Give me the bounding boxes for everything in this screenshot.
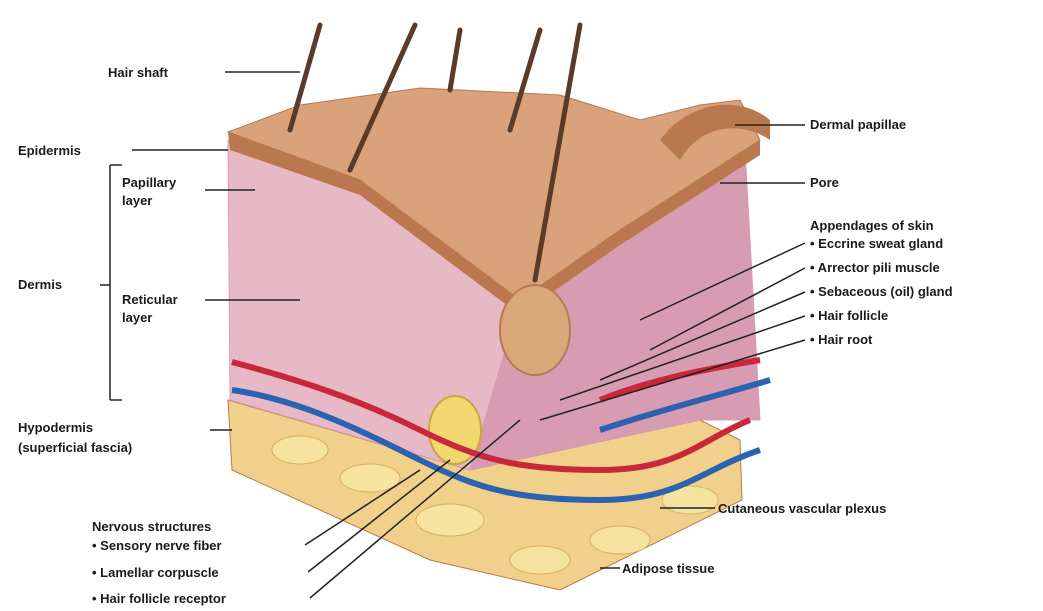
label-hair-follicle-receptor: • Hair follicle receptor [92,591,226,606]
label-pore: Pore [810,175,839,190]
label-hair-root: • Hair root [810,332,872,347]
label-reticular-layer-1: Reticular [122,292,178,307]
label-papillary-layer-2: layer [122,193,152,208]
label-sensory-nerve: • Sensory nerve fiber [92,538,222,553]
label-nervous-title: Nervous structures [92,519,211,534]
label-lamellar-corpuscle: • Lamellar corpuscle [92,565,219,580]
label-dermis: Dermis [18,277,62,292]
label-arrector-pili: • Arrector pili muscle [810,260,940,275]
label-hypodermis-1: Hypodermis [18,420,93,435]
label-sebaceous-gland: • Sebaceous (oil) gland [810,284,953,299]
hair-bulb [500,285,570,375]
label-appendages-title: Appendages of skin [810,218,934,233]
label-adipose-tissue: Adipose tissue [622,561,714,576]
label-hypodermis-2: (superficial fascia) [18,440,132,455]
label-eccrine-gland: • Eccrine sweat gland [810,236,943,251]
label-hair-follicle: • Hair follicle [810,308,888,323]
label-epidermis: Epidermis [18,143,81,158]
label-hair-shaft: Hair shaft [108,65,168,80]
label-reticular-layer-2: layer [122,310,152,325]
label-cutaneous-plexus: Cutaneous vascular plexus [718,501,886,516]
label-dermal-papillae: Dermal papillae [810,117,906,132]
label-papillary-layer-1: Papillary [122,175,176,190]
